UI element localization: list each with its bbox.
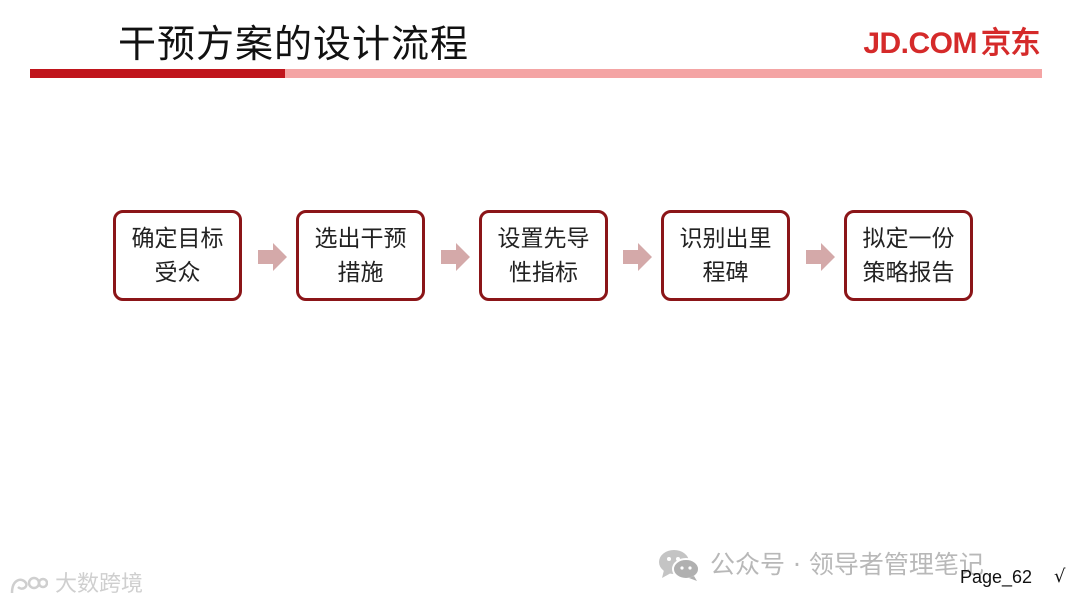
page-title: 干预方案的设计流程: [118, 22, 470, 66]
watermark: 公众号 · 领导者管理笔记: [658, 548, 984, 582]
wechat-icon: [659, 550, 700, 581]
flow-step-label: 拟定一份策略报告: [862, 225, 955, 286]
corner-watermark: 大数跨境: [8, 570, 143, 600]
flow-step: 拟定一份策略报告: [844, 210, 973, 301]
check-mark: √: [1054, 566, 1066, 587]
flow-step-label: 识别出里程碑: [679, 225, 772, 286]
corner-watermark-text: 大数跨境: [55, 572, 144, 597]
logo-cn-text: 京东: [981, 26, 1041, 61]
flow-step: 设置先导性指标: [479, 210, 608, 301]
right-arrow-icon: [623, 243, 652, 271]
right-arrow-icon: [441, 243, 470, 271]
flow-step-label: 选出干预措施: [314, 225, 407, 286]
flow-step-label: 确定目标受众: [131, 225, 224, 286]
page-number: Page_62: [960, 567, 1033, 587]
flow-step: 选出干预措施: [296, 210, 425, 301]
flow-step: 识别出里程碑: [661, 210, 790, 301]
header-bar-dark: [30, 69, 285, 78]
header-bar-light: [285, 69, 1042, 78]
flow-step: 确定目标受众: [113, 210, 242, 301]
brand-mark-icon: [10, 576, 48, 594]
right-arrow-icon: [258, 243, 287, 271]
logo-text: JD.COM: [863, 27, 977, 60]
watermark-text: 公众号 · 领导者管理笔记: [710, 550, 984, 579]
flow-step-label: 设置先导性指标: [497, 225, 590, 286]
right-arrow-icon: [806, 243, 835, 271]
